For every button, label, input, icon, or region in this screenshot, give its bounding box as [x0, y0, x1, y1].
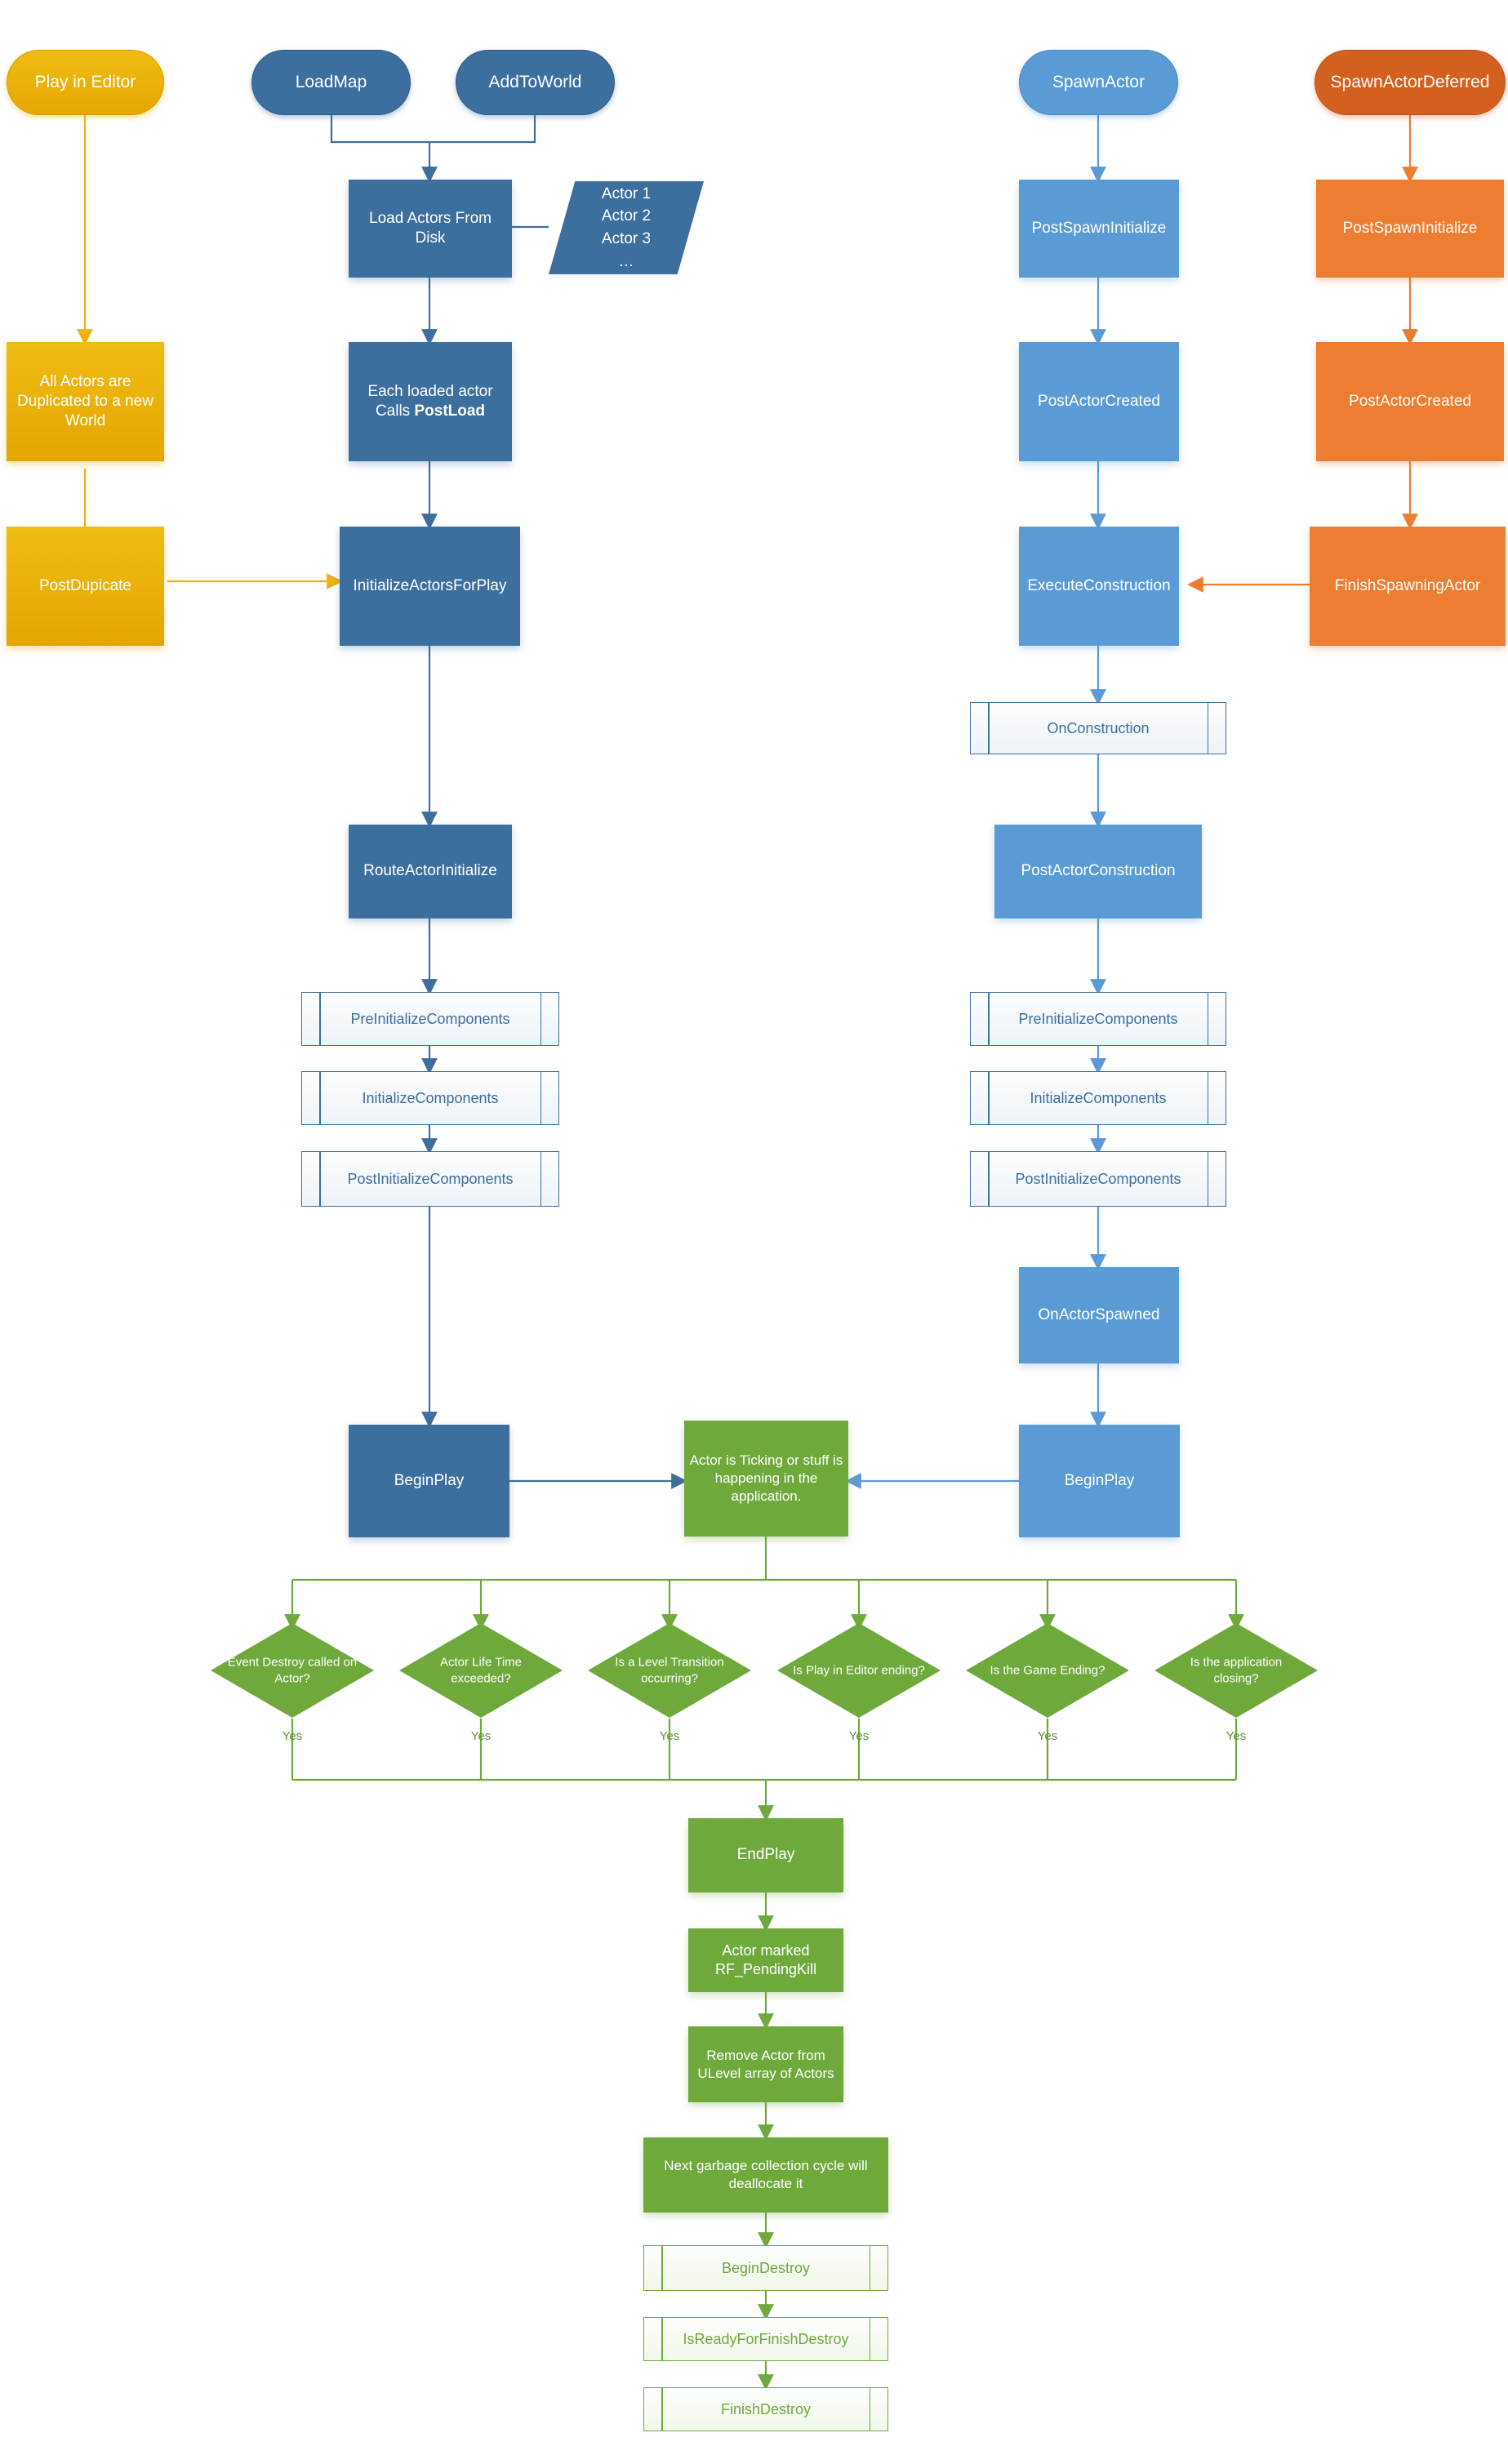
node-post-actor-created-spawnactor[interactable]: PostActorCreated: [1019, 342, 1179, 461]
node-initialize-components-right[interactable]: InitializeComponents: [970, 1071, 1226, 1125]
node-label: PostDupicate: [38, 576, 131, 594]
node-each-loaded-actor-postload[interactable]: Each loaded actor Calls PostLoad: [349, 342, 512, 461]
node-next-gc-cycle[interactable]: Next garbage collection cycle will deall…: [643, 2137, 888, 2213]
node-initialize-components-left[interactable]: InitializeComponents: [301, 1071, 559, 1125]
node-spawn-actor[interactable]: SpawnActor: [1019, 50, 1178, 115]
node-label: PostActorCreated: [1349, 392, 1471, 410]
node-label: InitializeActorsForPlay: [353, 576, 507, 594]
node-label: OnConstruction: [1047, 719, 1150, 736]
node-post-initialize-components-right[interactable]: PostInitializeComponents: [970, 1151, 1226, 1207]
postload-emphasis: PostLoad: [414, 403, 486, 420]
node-is-ready-for-finish-destroy[interactable]: IsReadyForFinishDestroy: [643, 2317, 888, 2361]
node-label: LoadMap: [295, 72, 367, 91]
node-route-actor-initialize[interactable]: RouteActorInitialize: [349, 825, 512, 918]
node-load-actors-from-disk[interactable]: Load Actors From Disk: [349, 180, 512, 278]
node-label: Actor is Ticking or stuff is happening i…: [689, 1452, 843, 1504]
node-label: Next garbage collection cycle will deall…: [664, 2158, 868, 2191]
node-remove-actor-from-ulevel[interactable]: Remove Actor from ULevel array of Actors: [688, 2026, 843, 2102]
node-label: All Actors are Duplicated to a new World: [17, 372, 153, 430]
node-label: InitializeComponents: [1030, 1089, 1167, 1106]
decision-play-in-editor-ending[interactable]: Is Play in Editor ending?: [777, 1623, 941, 1718]
node-label: ExecuteConstruction: [1027, 576, 1171, 594]
decision-label: Actor Life Time exceeded?: [439, 1655, 523, 1686]
node-add-to-world[interactable]: AddToWorld: [456, 50, 615, 115]
node-all-actors-duplicated[interactable]: All Actors are Duplicated to a new World: [7, 342, 164, 461]
node-on-actor-spawned[interactable]: OnActorSpawned: [1019, 1267, 1179, 1363]
decision-game-ending[interactable]: Is the Game Ending?: [966, 1623, 1129, 1718]
actor-list-line-3: Actor 3: [601, 230, 652, 247]
node-on-construction[interactable]: OnConstruction: [970, 702, 1226, 754]
node-post-dupicate[interactable]: PostDupicate: [7, 527, 164, 646]
node-label: PostInitializeComponents: [1015, 1170, 1181, 1187]
node-label: Play in Editor: [34, 72, 136, 91]
node-finish-destroy[interactable]: FinishDestroy: [643, 2387, 888, 2431]
node-label: BeginDestroy: [721, 2259, 811, 2276]
node-finish-spawning-actor[interactable]: FinishSpawningActor: [1310, 527, 1506, 646]
decision-application-closing[interactable]: Is the application closing?: [1154, 1623, 1318, 1718]
decision-label: Is the Game Ending?: [990, 1663, 1105, 1678]
edge-label-yes-level-transition: Yes: [659, 1729, 680, 1743]
node-label: Each loaded actor Calls: [367, 382, 493, 420]
node-post-spawn-initialize-spawnactor[interactable]: PostSpawnInitialize: [1019, 180, 1179, 278]
decision-event-destroy[interactable]: Event Destroy called on Actor?: [211, 1623, 374, 1718]
node-label: PreInitializeComponents: [350, 1010, 510, 1027]
actor-list-line-2: Actor 2: [601, 207, 652, 225]
decision-label: Is a Level Transition occurring?: [615, 1655, 724, 1686]
node-post-actor-construction[interactable]: PostActorConstruction: [994, 825, 1202, 918]
node-label: PostInitializeComponents: [347, 1170, 514, 1187]
decision-actor-lifetime[interactable]: Actor Life Time exceeded?: [399, 1623, 563, 1718]
node-initialize-actors-for-play[interactable]: InitializeActorsForPlay: [340, 527, 520, 646]
node-execute-construction[interactable]: ExecuteConstruction: [1019, 527, 1179, 646]
node-label: FinishDestroy: [720, 2400, 812, 2417]
edge-label-yes-event-destroy: Yes: [282, 1729, 303, 1743]
node-label: InitializeComponents: [362, 1089, 499, 1106]
node-begin-destroy[interactable]: BeginDestroy: [643, 2245, 888, 2291]
node-label: PostActorConstruction: [1021, 862, 1176, 880]
node-post-actor-created-deferred[interactable]: PostActorCreated: [1316, 342, 1504, 461]
decision-label: Is the application closing?: [1190, 1655, 1283, 1686]
node-label: AddToWorld: [488, 72, 582, 91]
node-label: Actor marked RF_PendingKill: [714, 1941, 817, 1977]
edge-label-yes-application-closing: Yes: [1226, 1729, 1247, 1743]
decision-label: Is Play in Editor ending?: [793, 1663, 925, 1678]
edge-label-yes-play-in-editor-ending: Yes: [848, 1729, 870, 1743]
node-label: PostActorCreated: [1038, 392, 1160, 410]
decision-level-transition[interactable]: Is a Level Transition occurring?: [588, 1623, 751, 1718]
node-label: Remove Actor from ULevel array of Actors: [697, 2047, 834, 2081]
node-post-initialize-components-left[interactable]: PostInitializeComponents: [301, 1151, 559, 1207]
decision-label: Event Destroy called on Actor?: [227, 1655, 358, 1686]
node-label: PostSpawnInitialize: [1031, 219, 1167, 237]
node-post-spawn-initialize-deferred[interactable]: PostSpawnInitialize: [1316, 180, 1504, 278]
node-label: FinishSpawningActor: [1334, 576, 1481, 594]
node-play-in-editor[interactable]: Play in Editor: [7, 50, 164, 115]
node-label: PostSpawnInitialize: [1342, 219, 1478, 237]
node-label: SpawnActor: [1052, 72, 1145, 91]
node-load-map[interactable]: LoadMap: [251, 50, 411, 115]
edge-label-yes-game-ending: Yes: [1037, 1729, 1058, 1743]
node-label: RouteActorInitialize: [363, 862, 497, 880]
node-pre-initialize-components-right[interactable]: PreInitializeComponents: [970, 992, 1226, 1046]
node-begin-play-right[interactable]: BeginPlay: [1019, 1425, 1180, 1537]
node-actor-marked-pendingkill[interactable]: Actor marked RF_PendingKill: [688, 1928, 843, 1992]
node-begin-play-left[interactable]: BeginPlay: [349, 1425, 509, 1537]
node-spawn-actor-deferred[interactable]: SpawnActorDeferred: [1314, 50, 1506, 115]
node-label: SpawnActorDeferred: [1330, 72, 1490, 91]
node-actor-is-ticking[interactable]: Actor is Ticking or stuff is happening i…: [684, 1421, 848, 1537]
node-end-play[interactable]: EndPlay: [688, 1818, 843, 1892]
node-label: IsReadyForFinishDestroy: [683, 2330, 849, 2347]
node-actor-list-data: Actor 1 Actor 2 Actor 3 …: [549, 181, 704, 274]
node-label: BeginPlay: [394, 1471, 465, 1489]
node-label: Load Actors From Disk: [369, 209, 492, 247]
node-label: OnActorSpawned: [1038, 1305, 1160, 1323]
node-label: BeginPlay: [1064, 1471, 1135, 1489]
actor-list-line-4: …: [618, 252, 634, 270]
node-label: PreInitializeComponents: [1018, 1010, 1178, 1027]
node-pre-initialize-components-left[interactable]: PreInitializeComponents: [301, 992, 559, 1046]
node-label: EndPlay: [736, 1846, 795, 1864]
actor-list-line-1: Actor 1: [601, 185, 652, 202]
edge-label-yes-actor-lifetime: Yes: [470, 1729, 492, 1743]
